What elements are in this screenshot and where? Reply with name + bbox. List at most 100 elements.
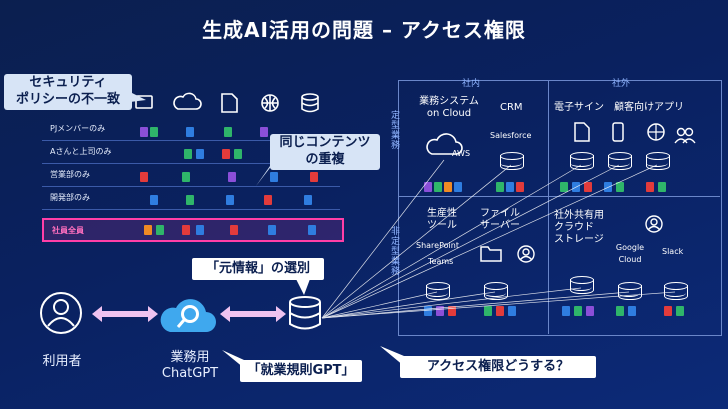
doc-icon [308, 225, 316, 235]
doc-icon [484, 306, 492, 316]
doc-icon [222, 149, 230, 159]
doc-icon [586, 306, 594, 316]
matrix-row-label: Aさんと上司のみ [50, 147, 112, 156]
doc-icon [496, 306, 504, 316]
callout-duplicate-pointer [256, 160, 276, 186]
doc-icon [616, 306, 624, 316]
chatgpt-label: 業務用 ChatGPT [150, 350, 230, 382]
mobile-app-icon [612, 122, 624, 142]
label-line: 社外共有用 [554, 210, 604, 221]
doc-icon [182, 172, 190, 182]
doc-icon [196, 149, 204, 159]
document-icon [221, 93, 238, 113]
doc-icon [224, 127, 232, 137]
label-line: 生産性 [427, 208, 457, 219]
esign-document-icon [574, 122, 590, 142]
google-cloud-label: Google Cloud [612, 242, 648, 266]
callout-line: 同じコンテンツ [279, 135, 371, 150]
doc-icon [186, 195, 194, 205]
matrix-row-label: PJメンバーのみ [50, 124, 106, 133]
doc-icon [560, 182, 568, 192]
doc-icon [156, 225, 164, 235]
esign-label: 電子サイン [554, 102, 604, 113]
doc-icon [228, 172, 236, 182]
label-line: サーバー [480, 220, 520, 231]
user-circle-icon [517, 245, 535, 263]
shared-storage-database-icon [570, 276, 594, 296]
globe-icon [647, 123, 665, 141]
user-label: 利用者 [42, 354, 82, 369]
doc-icon [184, 149, 192, 159]
doc-icon [144, 225, 152, 235]
arrow-chatgpt-database [220, 306, 286, 322]
callout-line: セキュリティ [29, 75, 107, 90]
callout-duplicate-content: 同じコンテンツ の重複 [270, 134, 380, 170]
salesforce-database-icon [500, 152, 524, 172]
doc-icon [444, 182, 452, 192]
doc-icon [646, 182, 654, 192]
doc-icon [516, 182, 524, 192]
customer-app-label: 顧客向けアプリ [614, 102, 684, 113]
label-line: ストレージ [554, 234, 604, 245]
sharepoint-label: SharePoint [416, 241, 459, 250]
callout-rules-gpt: 「就業規則GPT」 [240, 360, 362, 382]
business-system-label: 業務システム on Cloud [414, 96, 484, 120]
file-server-label: ファイル サーバー [476, 208, 524, 232]
productivity-label: 生産性 ツール [422, 208, 462, 232]
doc-icon [268, 225, 276, 235]
doc-icon [448, 306, 456, 316]
esign-database-icon [570, 152, 594, 172]
chatgpt-label-line: 業務用 [170, 350, 210, 365]
matrix-row-label: 社員全員 [52, 226, 84, 235]
doc-icon [140, 172, 148, 182]
doc-icon [574, 306, 582, 316]
doc-icon [424, 306, 432, 316]
doc-icon [436, 306, 444, 316]
label-line: on Cloud [426, 108, 472, 119]
matrix-row-label: 開発部のみ [50, 193, 90, 202]
doc-icon [496, 182, 504, 192]
data-sources-panel [398, 80, 722, 336]
label-structured-work: 定型業務 [389, 110, 399, 150]
folder-icon [480, 246, 502, 262]
doc-icon [562, 306, 570, 316]
doc-icon [628, 306, 636, 316]
callout-rules-pointer [222, 350, 244, 366]
doc-icon [260, 127, 268, 137]
mobile-database-icon [608, 152, 632, 172]
callout-line: ポリシーの不一致 [15, 92, 120, 107]
doc-icon [270, 172, 278, 182]
shared-storage-label: 社外共有用 クラウド ストレージ [554, 210, 604, 246]
label-line: 業務システム [419, 96, 479, 107]
slack-label: Slack [662, 247, 684, 256]
matrix-row: 開発部のみ [42, 187, 340, 210]
callout-source-selection: 「元情報」の選別 [192, 258, 324, 280]
web-database-icon [646, 152, 670, 172]
doc-icon [234, 149, 242, 159]
salesforce-label: Salesforce [490, 131, 532, 140]
doc-icon [304, 195, 312, 205]
doc-icon [310, 172, 318, 182]
doc-icon [658, 182, 666, 192]
doc-icon [506, 182, 514, 192]
doc-icon [140, 127, 148, 137]
label-line: Google [615, 243, 645, 252]
doc-icon [264, 195, 272, 205]
user-icon [40, 292, 82, 334]
doc-icon [454, 182, 462, 192]
doc-icon [226, 195, 234, 205]
doc-icon [584, 182, 592, 192]
callout-access-pointer [380, 346, 404, 366]
azure-search-icon [160, 299, 216, 332]
matrix-row-label: 営業部のみ [50, 170, 90, 179]
label-unstructured-work: 非定型業務 [389, 226, 399, 276]
tag-external: 社外 [612, 79, 631, 89]
slide-title: 生成AI活用の問題 – アクセス権限 [202, 18, 526, 42]
google-cloud-database-icon [618, 282, 642, 302]
doc-icon [616, 182, 624, 192]
doc-icon [150, 127, 158, 137]
doc-icon [664, 306, 672, 316]
doc-icon [508, 306, 516, 316]
doc-icon [196, 225, 204, 235]
